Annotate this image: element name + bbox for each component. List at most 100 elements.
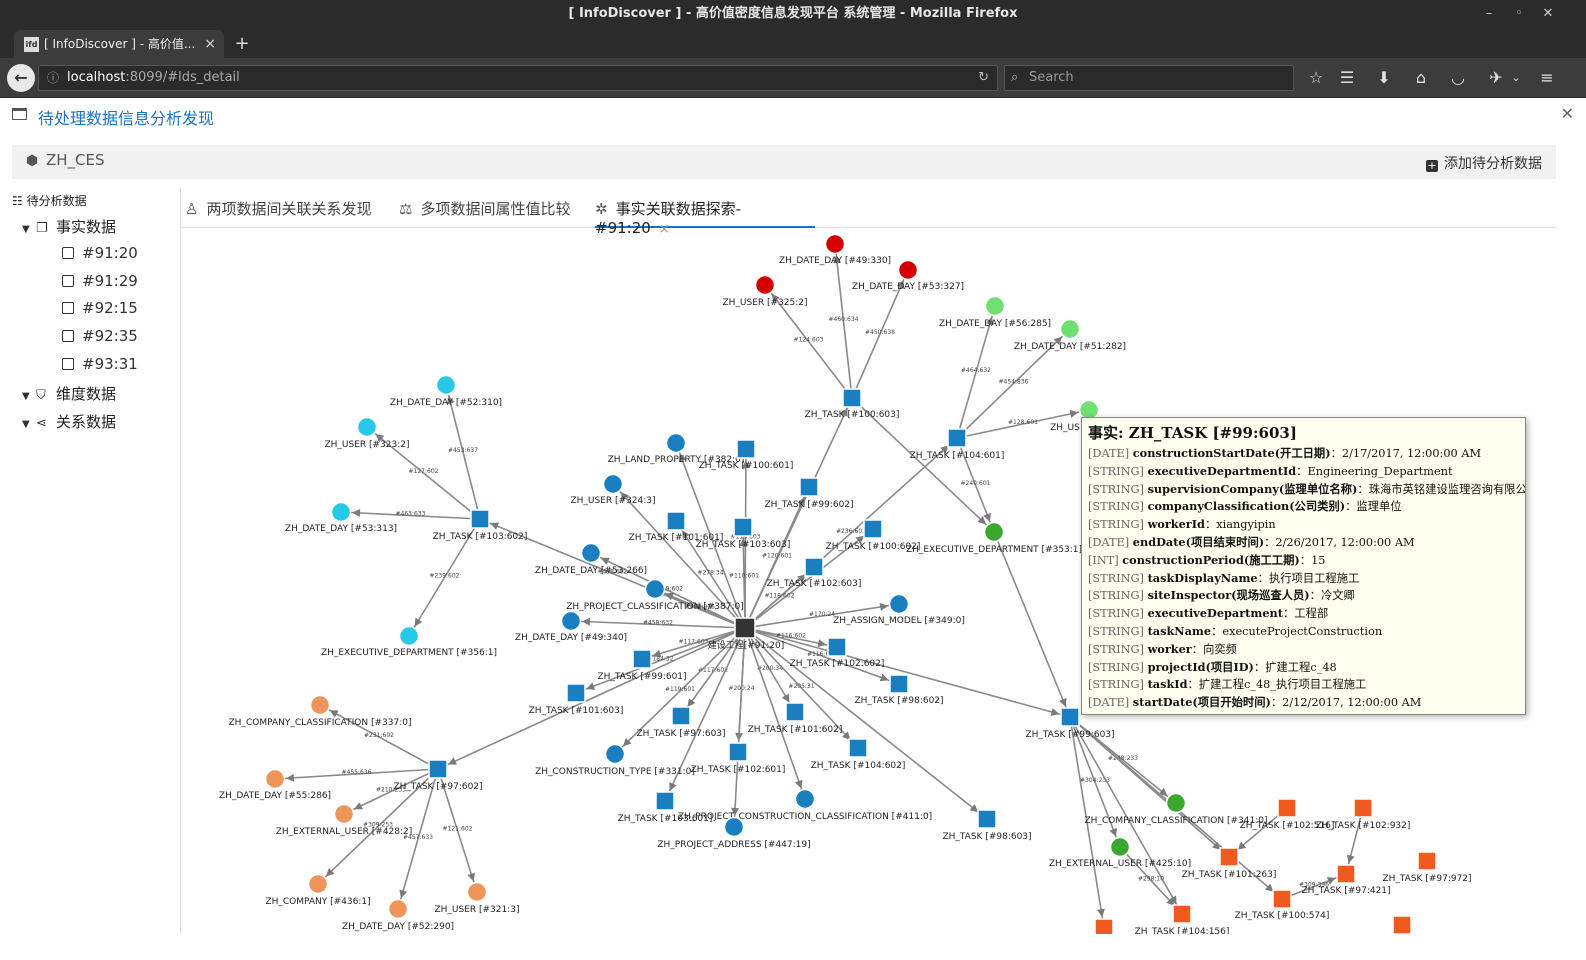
graph-node-dimension[interactable]	[897, 259, 919, 281]
graph-node-task[interactable]	[1060, 707, 1080, 727]
graph-node-task[interactable]	[666, 511, 686, 531]
minimize-button[interactable]: –	[1485, 6, 1493, 21]
tab-attribute-compare[interactable]: ⚖多项数据间属性值比较	[399, 200, 571, 218]
checkbox[interactable]	[62, 247, 74, 259]
graph-node-task[interactable]	[632, 649, 652, 669]
graph-node-dimension[interactable]	[435, 374, 457, 396]
graph-node-task[interactable]	[1272, 889, 1292, 909]
graph-node-task[interactable]	[671, 706, 691, 726]
caret-down-icon[interactable]: ▼	[22, 391, 30, 402]
graph-node-task[interactable]	[470, 509, 490, 529]
graph-node-task[interactable]	[733, 517, 753, 537]
caret-down-icon[interactable]: ▼	[22, 224, 30, 235]
tree-item[interactable]: #91:29	[62, 272, 138, 290]
tree-item[interactable]: #93:31	[62, 355, 138, 373]
graph-node-task[interactable]	[1353, 798, 1373, 818]
caret-down-icon[interactable]: ▼	[22, 419, 30, 430]
graph-node-task[interactable]	[947, 428, 967, 448]
checkbox[interactable]	[62, 358, 74, 370]
graph-node-dimension[interactable]	[307, 873, 329, 895]
close-window-button[interactable]: ✕	[1542, 6, 1554, 21]
graph-node-task[interactable]	[734, 617, 756, 639]
graph-node-task[interactable]	[977, 809, 997, 829]
search-input[interactable]: ⌕ Search	[1004, 65, 1294, 91]
graph-node-task[interactable]	[428, 759, 448, 779]
graph-node-task[interactable]	[842, 388, 862, 408]
graph-node-task[interactable]	[889, 674, 909, 694]
graph-canvas[interactable]: #236:603#438:602#118:603#120:601#278:34#…	[182, 230, 1556, 934]
restore-button[interactable]: ◦	[1515, 6, 1523, 21]
graph-node-dimension[interactable]	[984, 295, 1006, 317]
graph-node-dimension[interactable]	[580, 542, 602, 564]
graph-node-dimension[interactable]	[723, 816, 745, 838]
graph-node-task[interactable]	[799, 477, 819, 497]
tree-item[interactable]: #92:15	[62, 299, 138, 317]
extension-icon[interactable]: ✈	[1489, 68, 1503, 87]
graph-node-dimension[interactable]	[983, 521, 1005, 543]
browser-tab[interactable]: ifd [ InfoDiscover ] - 高价值... ×	[14, 30, 224, 58]
graph-node-task[interactable]	[1172, 904, 1192, 924]
hamburger-menu-icon[interactable]: ≡	[1540, 68, 1554, 87]
back-arrow-icon[interactable]: ←	[7, 64, 35, 92]
graph-node-task[interactable]	[655, 791, 675, 811]
graph-node-dimension[interactable]	[1109, 836, 1131, 858]
close-tab-icon[interactable]: ×	[204, 36, 216, 52]
graph-node-dimension[interactable]	[466, 881, 488, 903]
graph-node-dimension[interactable]	[356, 416, 378, 438]
graph-node-dimension[interactable]	[560, 610, 582, 632]
tree-group-dimension-data[interactable]: ▼⛉维度数据	[22, 385, 117, 403]
tree-item[interactable]: #91:20	[62, 244, 138, 262]
graph-node-task[interactable]	[736, 439, 756, 459]
graph-node-task[interactable]	[1392, 915, 1412, 934]
tab-relation-discovery[interactable]: ♙两项数据间关联关系发现	[185, 200, 372, 218]
graph-node-task[interactable]	[863, 519, 883, 539]
tab-fact-explore[interactable]: ✲事实关联数据探索-#91:20×	[595, 198, 815, 237]
tree-item[interactable]: #92:35	[62, 327, 138, 345]
pocket-icon[interactable]: ◡	[1451, 68, 1465, 87]
tree-group-relation-data[interactable]: ▼⋖关系数据	[22, 413, 117, 431]
reload-icon[interactable]: ↻	[978, 70, 989, 85]
graph-node-dimension[interactable]	[754, 274, 776, 296]
info-icon[interactable]: ⓘ	[47, 71, 60, 85]
graph-node-dimension[interactable]	[644, 578, 666, 600]
download-icon[interactable]: ⬇	[1377, 68, 1391, 87]
relation-graph[interactable]: #236:603#438:602#118:603#120:601#278:34#…	[182, 230, 1556, 934]
graph-node-task[interactable]	[785, 702, 805, 722]
checkbox[interactable]	[62, 302, 74, 314]
home-icon[interactable]: ⌂	[1415, 68, 1427, 87]
url-bar[interactable]: ⓘ localhost:8099/#lds_detail ↻	[38, 65, 998, 91]
new-tab-icon[interactable]: +	[234, 33, 250, 54]
graph-node-task[interactable]	[1094, 918, 1114, 934]
tree-group-fact-data[interactable]: ▼❐事实数据	[22, 218, 117, 236]
chevron-down-icon[interactable]: ⌄	[1511, 71, 1521, 84]
graph-node-task[interactable]	[728, 742, 748, 762]
checkbox[interactable]	[62, 330, 74, 342]
graph-node-task[interactable]	[1219, 847, 1239, 867]
graph-node-dimension[interactable]	[333, 803, 355, 825]
checkbox[interactable]	[62, 275, 74, 287]
close-tab-icon[interactable]: ×	[658, 222, 670, 237]
graph-node-task[interactable]	[1277, 798, 1297, 818]
add-data-button[interactable]: +添加待分析数据	[1426, 153, 1542, 173]
star-icon[interactable]: ☆	[1308, 68, 1324, 87]
graph-node-dimension[interactable]	[387, 898, 409, 920]
graph-node-dimension[interactable]	[794, 788, 816, 810]
graph-node-dimension[interactable]	[888, 593, 910, 615]
reading-list-icon[interactable]: ☰	[1339, 68, 1355, 87]
graph-node-dimension[interactable]	[824, 233, 846, 255]
graph-node-dimension[interactable]	[330, 501, 352, 523]
graph-node-dimension[interactable]	[1165, 792, 1187, 814]
graph-node-dimension[interactable]	[665, 432, 687, 454]
graph-node-dimension[interactable]	[1059, 318, 1081, 340]
graph-node-task[interactable]	[827, 637, 847, 657]
graph-node-dimension[interactable]	[309, 694, 331, 716]
graph-node-dimension[interactable]	[264, 768, 286, 790]
graph-node-dimension[interactable]	[604, 743, 626, 765]
graph-node-task[interactable]	[1417, 851, 1437, 871]
graph-node-dimension[interactable]	[398, 625, 420, 647]
graph-node-task[interactable]	[1336, 864, 1356, 884]
graph-node-task[interactable]	[566, 683, 586, 703]
graph-node-dimension[interactable]	[602, 473, 624, 495]
graph-node-task[interactable]	[804, 557, 824, 577]
close-icon[interactable]: ✕	[1560, 104, 1574, 123]
